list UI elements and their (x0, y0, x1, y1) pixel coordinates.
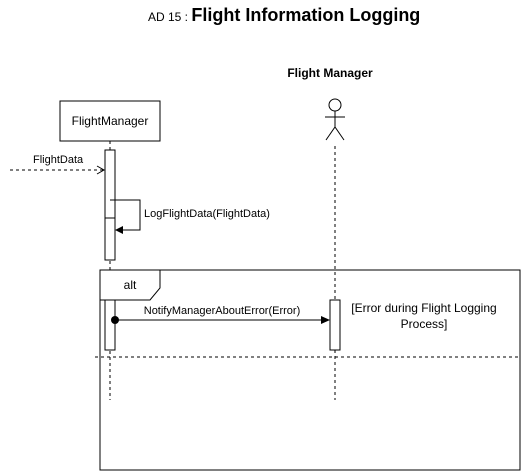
alt-guard-line-1: [Error during Flight Logging (351, 301, 496, 315)
notify-label: NotifyManagerAboutError(Error) (144, 305, 301, 317)
flightdata-label: FlightData (33, 154, 84, 166)
message-notify: NotifyManagerAboutError(Error) (111, 305, 330, 324)
flight-manager-activation-bar (329, 299, 341, 351)
flightmanager-object-box[interactable] (59, 100, 161, 142)
logflightdata-arrowhead-icon (115, 226, 123, 234)
lifeline-flightmanager: FlightManager (59, 100, 161, 400)
alt-fragment-frame[interactable] (99, 269, 521, 471)
flightmanager-activation-bar-alt (104, 299, 116, 351)
diagram-title-prefix: AD 15 : (148, 10, 191, 24)
lifeline-flight-manager-actor: Flight Manager (287, 66, 373, 400)
alt-fragment: alt [Error during Flight Logging Process… (95, 269, 521, 471)
alt-operator-label: alt (124, 278, 137, 292)
message-logflightdata: LogFlightData(FlightData) (110, 199, 270, 234)
alt-guard-line-2: Process] (401, 317, 448, 331)
flightmanager-object-label: FlightManager (72, 114, 149, 128)
actor-stick-figure-icon[interactable] (325, 98, 345, 141)
flight-manager-actor-label: Flight Manager (287, 66, 373, 80)
diagram-title-text: Flight Information Logging (191, 5, 420, 25)
message-flightdata: FlightData (10, 154, 106, 175)
diagram-title: AD 15 : Flight Information Logging (148, 5, 420, 25)
alt-operator-tab (99, 269, 161, 301)
flightdata-arrowhead-icon (96, 165, 106, 175)
flightmanager-activation-bar (104, 149, 116, 261)
notify-arrowhead-icon (321, 316, 330, 324)
logflightdata-arrow-line (110, 199, 141, 231)
logflightdata-label: LogFlightData(FlightData) (144, 208, 270, 220)
